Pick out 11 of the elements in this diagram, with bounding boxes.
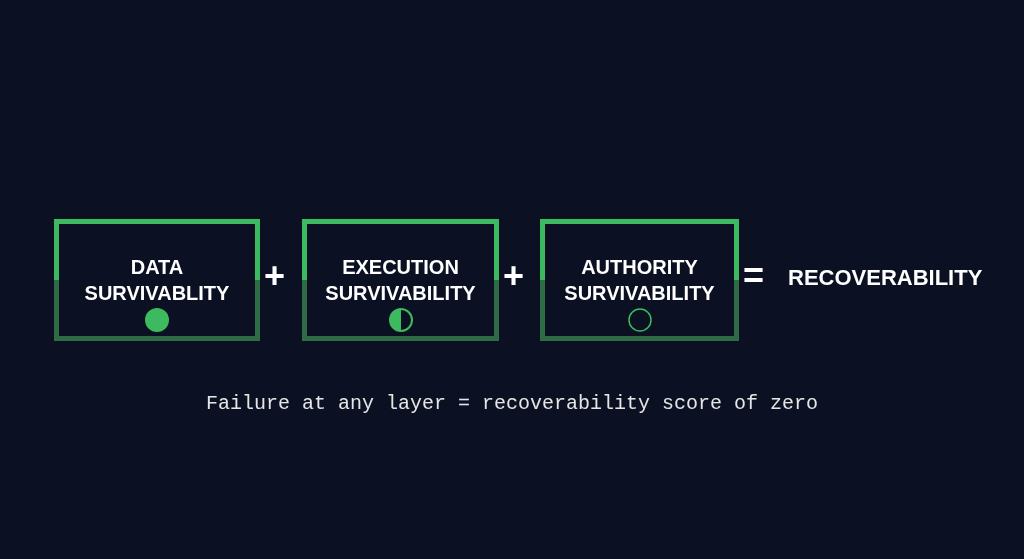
box-label: EXECUTION SURVIVABILITY <box>324 255 477 306</box>
process-box <box>54 219 260 341</box>
box-label: AUTHORITY SURVIVABILITY <box>563 255 716 306</box>
operator-symbol: = <box>743 258 765 294</box>
result-text: RECOVERABILITY <box>788 267 983 289</box>
operator-symbol: + <box>264 258 286 294</box>
process-box <box>540 219 739 341</box>
operator-symbol: + <box>503 258 525 294</box>
box-label: DATA SURVIVABLITY <box>83 255 231 306</box>
caption: Failure at any layer = recoverability score of zero <box>204 392 820 415</box>
process-box <box>302 219 499 341</box>
